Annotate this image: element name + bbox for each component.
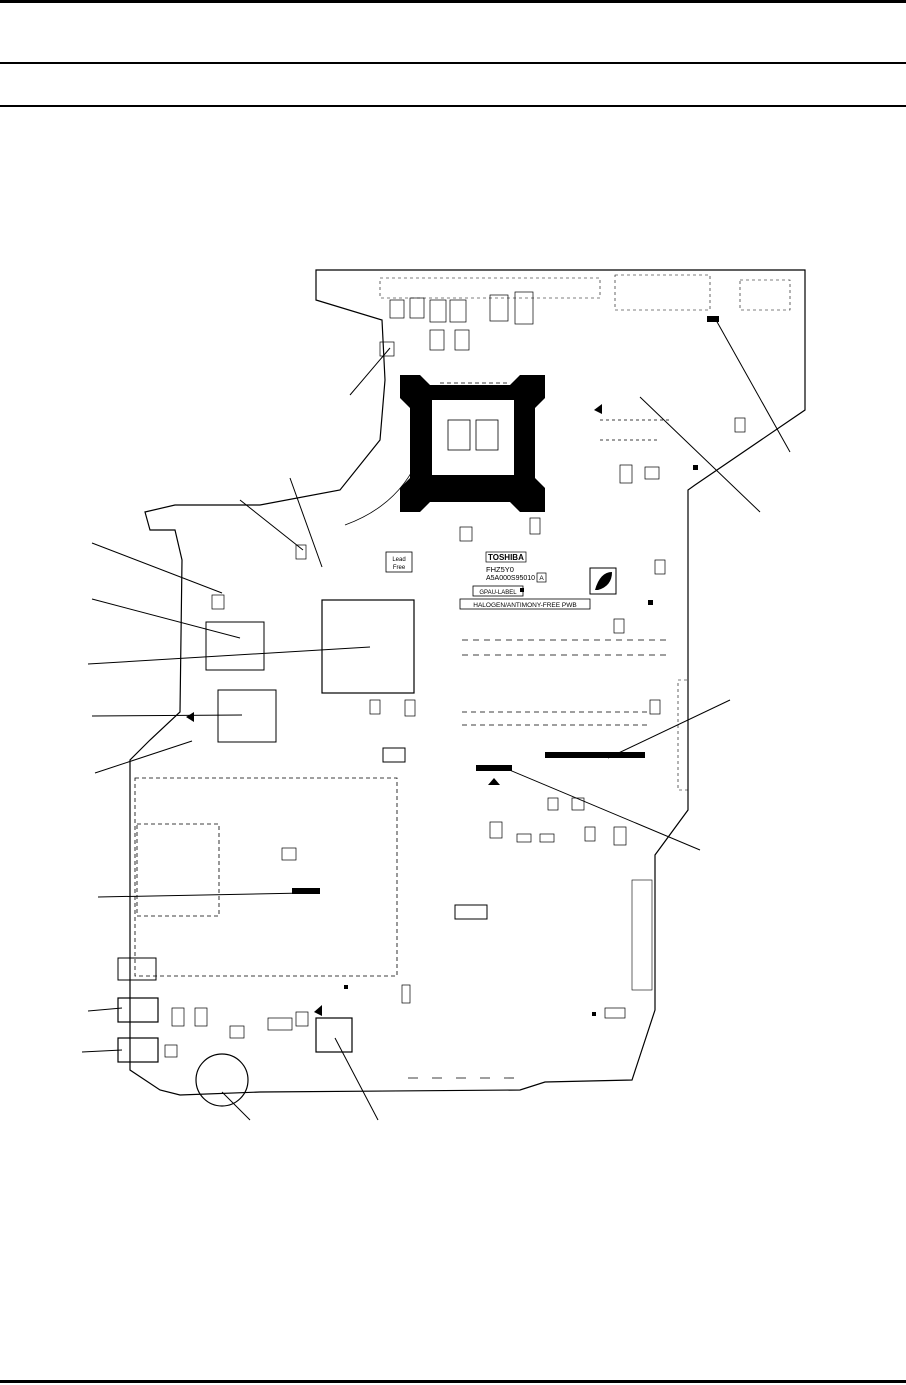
memory-area <box>134 777 398 977</box>
audio-jack-1 <box>117 997 159 1023</box>
chip-a <box>205 621 265 671</box>
board-revision: A <box>539 575 544 582</box>
cpu-socket-center <box>432 400 514 475</box>
header-rule-bottom <box>0 105 906 107</box>
lead-free-box <box>385 551 413 573</box>
rtc-battery <box>195 1053 249 1107</box>
ec-chip <box>315 1017 353 1053</box>
board-part-number: A5A000S95010 <box>486 575 535 582</box>
small-components <box>164 291 746 1058</box>
lead-free-line-2: Free <box>393 565 406 571</box>
chip-b <box>217 689 277 743</box>
top-rule <box>0 0 906 3</box>
halogen-free-label: HALOGEN/ANTIMONY-FREE PWB <box>473 602 576 609</box>
keyboard-connector <box>476 765 512 771</box>
audio-jack-2 <box>117 1037 159 1063</box>
eco-leaf-icon <box>589 567 617 595</box>
gpu-label: GPAU-LABEL <box>479 590 517 596</box>
lead-free-line-1: Lead <box>392 557 405 563</box>
toshiba-logo: TOSHIBA <box>488 553 524 562</box>
footer-rule <box>0 1380 906 1383</box>
callout-lines <box>81 319 791 1121</box>
lcd-connector <box>545 752 645 758</box>
mini-card-area <box>136 823 220 917</box>
northbridge-chip <box>321 599 415 694</box>
passive-component-rows <box>408 382 670 1079</box>
board-model: FHZ5Y0 <box>486 565 514 574</box>
header-rule-middle <box>0 62 906 64</box>
